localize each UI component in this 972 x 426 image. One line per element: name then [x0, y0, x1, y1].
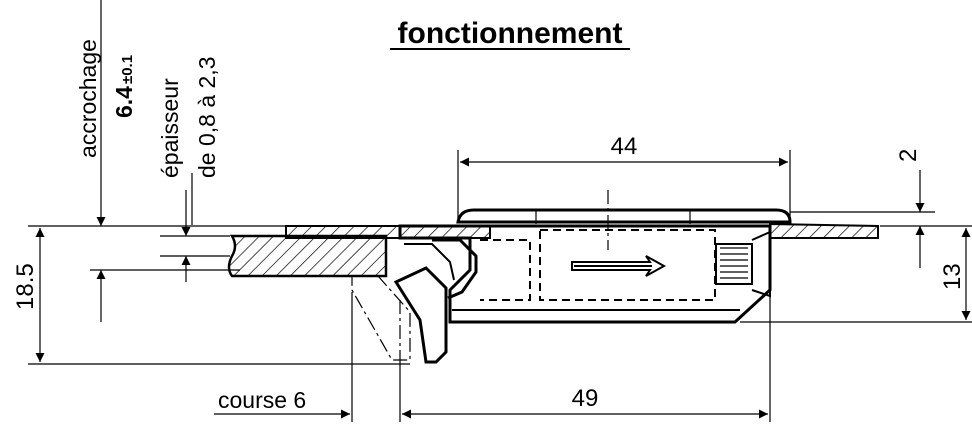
dim-body-height-value: 13	[939, 263, 966, 290]
accrochage-value: 6.4±0.1	[111, 55, 137, 118]
body-inner-dashed2	[480, 239, 531, 301]
top-plate-right	[769, 222, 879, 239]
dim-total-height-value: 18.5	[12, 263, 39, 310]
dim-plate-thick-value: 2	[895, 149, 922, 162]
latch-hook	[393, 266, 448, 364]
body-inner-dashed	[539, 229, 716, 301]
top-plate	[285, 225, 491, 239]
latch-ghost	[351, 275, 411, 361]
course-label: course 6	[218, 387, 306, 413]
epaisseur-label: épaisseur	[157, 78, 183, 178]
panel-section	[227, 234, 388, 278]
latch-arm	[432, 238, 478, 300]
accrochage-label: accrochage	[75, 39, 101, 158]
dim-top-width-value: 44	[611, 133, 638, 160]
dim-bottom-width-value: 49	[572, 385, 599, 412]
drawing-title: fonctionnement	[398, 17, 623, 50]
epaisseur-range: de 0,8 à 2,3	[194, 57, 220, 179]
cover-top	[456, 208, 792, 224]
spring	[715, 230, 771, 298]
latch-arm-inner	[404, 243, 455, 281]
